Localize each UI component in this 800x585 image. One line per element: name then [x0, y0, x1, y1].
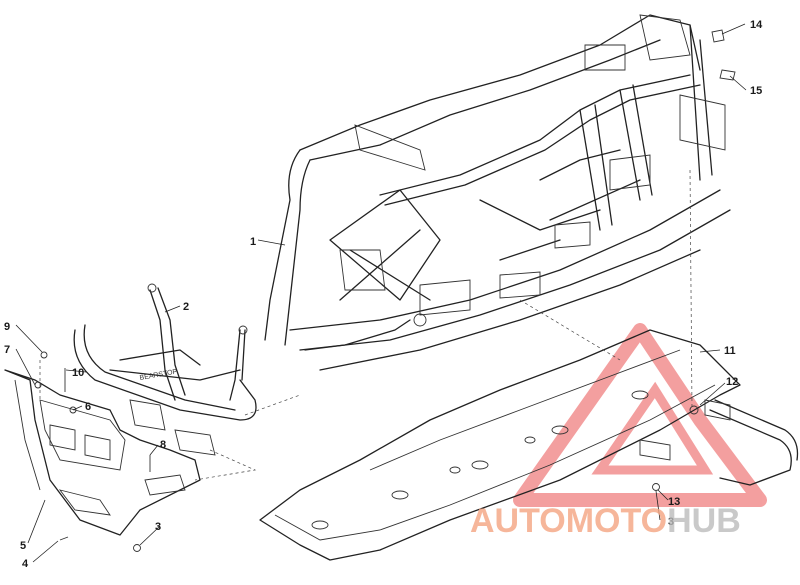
skid-plate	[259, 329, 741, 561]
callout-12: 12	[726, 376, 738, 388]
callout-6: 6	[85, 401, 91, 413]
watermark-triangle-outer	[513, 323, 767, 507]
hardware	[34, 29, 736, 552]
callout-9: 9	[4, 321, 10, 333]
rear-hitch	[639, 399, 799, 486]
svg-text:AUTOMOTOHUB: AUTOMOTOHUB	[470, 502, 741, 540]
assembly-guides	[39, 169, 693, 481]
callout-3-rear: 3	[668, 516, 674, 528]
main-frame	[264, 14, 731, 371]
leader-lines	[15, 23, 747, 563]
bumper-stamp: BEARSTOP	[139, 368, 178, 382]
watermark	[513, 323, 767, 507]
callout-2: 2	[183, 301, 189, 313]
watermark-triangle-inner	[591, 381, 714, 475]
callout-7: 7	[4, 344, 10, 356]
watermark-moto: MOTO	[566, 502, 667, 540]
callout-11: 11	[724, 345, 736, 357]
callout-3-front: 3	[155, 521, 161, 533]
callout-10: 10	[72, 367, 84, 379]
callout-1: 1	[250, 236, 256, 248]
callout-13: 13	[668, 496, 680, 508]
callout-14: 14	[750, 19, 763, 31]
callout-5: 5	[20, 540, 26, 552]
front-bumper: BEARSTOP	[73, 283, 257, 456]
watermark-text: AUTOMOTOHUB	[470, 502, 741, 540]
callout-15: 15	[750, 85, 762, 97]
callout-labels: 1 2 3 3 4 5 6 7 8 9 10 11 12 13 14 15	[4, 19, 763, 570]
callout-8: 8	[160, 439, 166, 451]
watermark-hub: HUB	[667, 502, 741, 540]
callout-4: 4	[22, 558, 29, 570]
watermark-auto: AUTO	[470, 502, 566, 540]
front-body-panel	[4, 369, 201, 536]
